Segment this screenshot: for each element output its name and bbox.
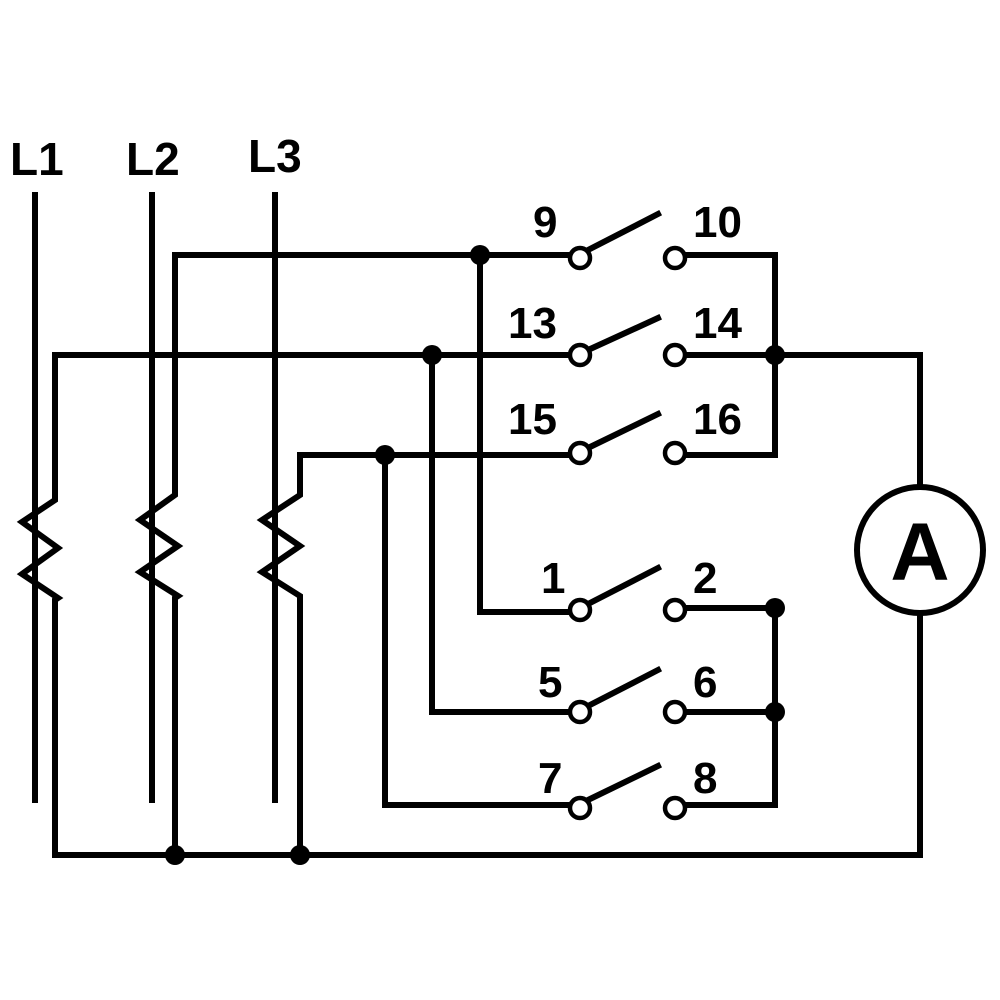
terminal-2 [662,597,688,623]
terminal-13 [567,342,593,368]
terminal-5 [567,699,593,725]
label-terminal-14: 14 [693,299,742,348]
blade-15-16 [583,409,663,453]
junction-dot [290,845,310,865]
label-l1: L1 [10,133,64,185]
label-terminal-9: 9 [533,198,557,247]
label-terminal-7: 7 [538,754,562,803]
label-terminal-8: 8 [693,754,717,803]
label-terminal-16: 16 [693,395,742,444]
current-transformer-l1 [16,352,64,858]
line-labels: L1 L2 L3 [10,130,302,185]
switch-blades [583,209,663,805]
junction-dot [422,345,442,365]
junction-dot [470,245,490,265]
junction-dot [375,445,395,465]
label-terminal-6: 6 [693,658,717,707]
current-transformer-l2 [134,252,184,858]
terminal-16 [662,440,688,466]
terminal-1 [567,597,593,623]
junction-dot [165,845,185,865]
blade-9-10 [583,209,663,255]
terminal-10 [662,245,688,271]
return-wiring [52,352,923,858]
ammeter-circle [854,484,986,616]
current-transformer-l3 [256,452,306,858]
ammeter-label: A [890,507,949,598]
wire-branch-to-7 [382,452,583,808]
common-return-wire [52,609,923,858]
blade-5-6 [583,665,663,711]
terminal-7 [567,795,593,821]
meter-feed-wire [775,352,923,491]
label-terminal-15: 15 [508,395,557,444]
switch-terminals [567,245,688,821]
junction-dot [765,702,785,722]
junction-dot [765,345,785,365]
terminal-15 [567,440,593,466]
label-terminal-13: 13 [508,299,557,348]
label-terminal-2: 2 [693,554,717,603]
blade-1-2 [583,563,663,609]
terminal-6 [662,699,688,725]
label-terminal-5: 5 [538,658,562,707]
label-terminal-10: 10 [693,198,742,247]
terminal-8 [662,795,688,821]
junction-dots [165,245,785,865]
label-terminal-1: 1 [541,554,565,603]
wire-branch-to-1 [477,252,583,615]
terminal-14 [662,342,688,368]
upper-input-wiring [52,252,583,458]
ct-l1-secondary [16,352,64,858]
terminal-labels: 9 10 13 14 15 16 1 2 5 6 7 8 [508,198,742,803]
label-l3: L3 [248,130,302,182]
ct-l3-secondary [256,452,306,858]
terminal-9 [567,245,593,271]
wire-branch-to-5 [429,352,583,715]
ammeter: A [854,484,986,616]
ct-l2-secondary [134,252,184,858]
label-l2: L2 [126,133,180,185]
lower-input-wiring [382,252,583,808]
blade-7-8 [583,761,663,805]
junction-dot [765,598,785,618]
blade-13-14 [584,314,662,354]
supply-lines [32,192,278,803]
